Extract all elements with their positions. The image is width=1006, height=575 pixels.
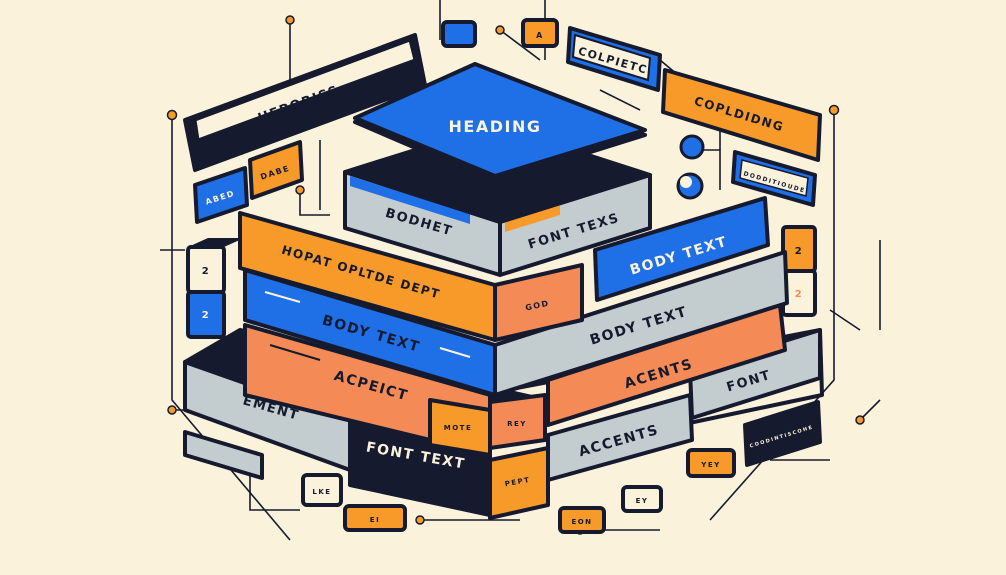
side-num-3: 2	[795, 246, 803, 257]
bottom-chips: LKE EI EON EY YEY COODINTISCOHE	[183, 400, 822, 534]
rey-block: REY	[488, 393, 547, 450]
ei-label: EI	[370, 516, 380, 524]
mote-label: MOTE	[444, 424, 472, 432]
acpeict-block: ACPEICT	[243, 323, 492, 442]
heading-tile: HEADING	[353, 62, 647, 184]
dot-label-card: DODDITIOUDE	[731, 150, 817, 207]
small-a-label: A	[536, 31, 544, 40]
side-num-2: 2	[202, 310, 210, 321]
heading-label: HEADING	[449, 117, 542, 136]
side-num-1: 2	[202, 266, 210, 277]
god-block: GOD	[493, 263, 584, 342]
rey-label: REY	[507, 420, 527, 428]
side-num-4: 2	[795, 289, 803, 300]
toggle-circles	[676, 134, 705, 200]
pept-block: PEPT	[488, 446, 550, 520]
left-small-cards: ABED DABE	[193, 140, 304, 224]
top-chips: A	[441, 18, 559, 48]
yey-label: YEY	[700, 461, 720, 469]
font-block: FONT	[688, 328, 822, 420]
lke-label: LKE	[312, 488, 331, 496]
body-text-right-block: BODY TEXT	[593, 196, 770, 302]
colpietc-card: COLPIETC	[566, 26, 662, 92]
copldidng-card: COPLDIDNG	[661, 68, 822, 162]
main-stack: EMENT FONT TEXT PEPT ACCENTS FONT MOTE	[183, 62, 824, 520]
accents-block: ACCENTS	[546, 393, 694, 482]
eon-label: EON	[571, 518, 592, 526]
ey-label: EY	[636, 497, 649, 505]
hepoeiss-tablet: HEPORISS	[183, 33, 427, 172]
left-side-tower: 2 2	[186, 238, 244, 339]
